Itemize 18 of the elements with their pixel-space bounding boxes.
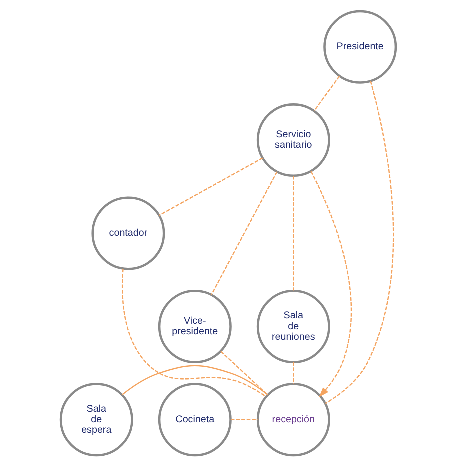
connector: [292, 362, 294, 384]
node-circle: Vice- presidente: [158, 290, 232, 364]
connector: [313, 76, 340, 112]
connector: [324, 81, 394, 404]
connector: [230, 419, 258, 421]
node-circle: Sala de espera: [59, 383, 133, 457]
node-circle: Sala de reuniones: [256, 290, 330, 364]
connector: [220, 351, 268, 396]
node-circle: Presidente: [323, 10, 397, 84]
node-circle: contador: [91, 196, 165, 270]
arrow: [310, 171, 352, 398]
connector: [121, 365, 268, 396]
node-circle: Servicio sanitario: [256, 104, 330, 178]
node-circle: Cocineta: [158, 383, 232, 457]
connector: [292, 176, 294, 291]
connector: [122, 268, 266, 398]
connector: [158, 158, 263, 216]
connector: [210, 172, 278, 296]
